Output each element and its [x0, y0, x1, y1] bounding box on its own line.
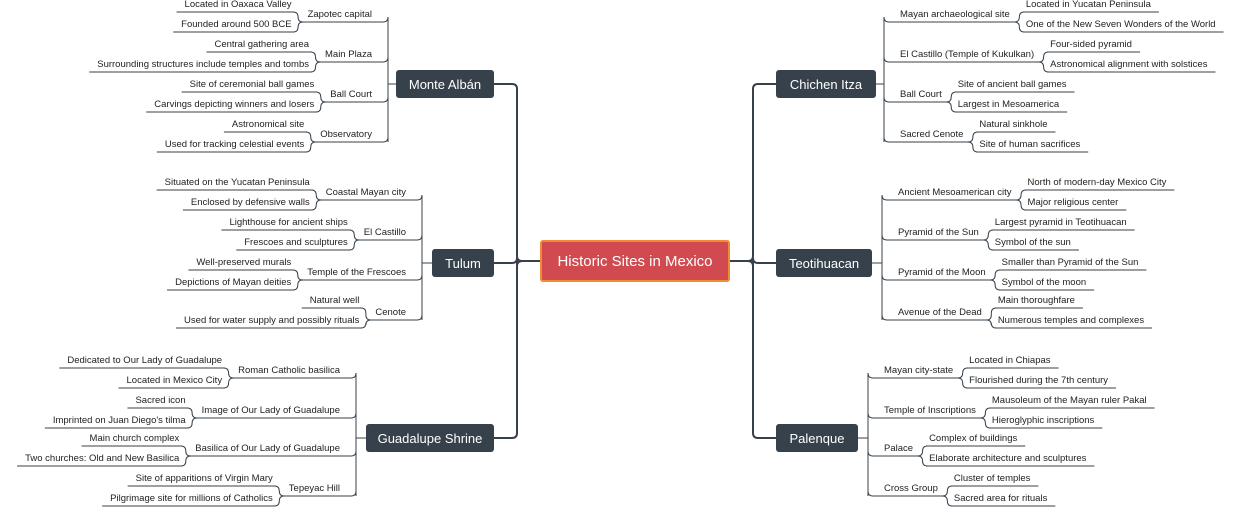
subtopic-avenue-of-the-dead[interactable]: Avenue of the Dead — [898, 307, 982, 318]
leaf-elaborate-architecture-and-sculptures[interactable]: Elaborate architecture and sculptures — [929, 453, 1087, 464]
leaf-site-of-apparitions-of-virgin-mary[interactable]: Site of apparitions of Virgin Mary — [135, 473, 273, 484]
leaf-located-in-chiapas[interactable]: Located in Chiapas — [969, 355, 1051, 366]
leaf-central-gathering-area[interactable]: Central gathering area — [214, 39, 309, 50]
subtopic-cross-group[interactable]: Cross Group — [884, 483, 938, 494]
subtopic-ball-court[interactable]: Ball Court — [900, 89, 942, 100]
subtopic-pyramid-of-the-sun[interactable]: Pyramid of the Sun — [898, 227, 979, 238]
leaf-founded-around-500-bce[interactable]: Founded around 500 BCE — [181, 19, 292, 30]
leaf-astronomical-site[interactable]: Astronomical site — [231, 119, 305, 130]
subtopic-temple-of-the-frescoes[interactable]: Temple of the Frescoes — [307, 267, 406, 278]
leaf-four-sided-pyramid[interactable]: Four-sided pyramid — [1050, 39, 1132, 50]
leaf-complex-of-buildings[interactable]: Complex of buildings — [929, 433, 1018, 444]
root-topic[interactable]: Historic Sites in Mexico — [540, 240, 730, 282]
leaf-located-in-mexico-city[interactable]: Located in Mexico City — [126, 375, 223, 386]
leaf-enclosed-by-defensive-walls[interactable]: Enclosed by defensive walls — [190, 197, 310, 208]
leaf-located-in-yucatan-peninsula[interactable]: Located in Yucatan Peninsula — [1025, 0, 1151, 10]
subtopic-observatory[interactable]: Observatory — [320, 129, 372, 140]
topic-palenque[interactable]: Palenque — [776, 424, 858, 452]
leaf-one-of-the-new-seven-wonders-of-the-world[interactable]: One of the New Seven Wonders of the Worl… — [1025, 19, 1216, 30]
leaf-two-churches-old-and-new-basilica[interactable]: Two churches: Old and New Basilica — [25, 453, 180, 464]
leaf-cluster-of-temples[interactable]: Cluster of temples — [953, 473, 1031, 484]
leaf-site-of-ancient-ball-games[interactable]: Site of ancient ball games — [957, 79, 1067, 90]
topic-chichen-itza[interactable]: Chichen Itza — [776, 70, 876, 98]
leaf-main-church-complex[interactable]: Main church complex — [89, 433, 180, 444]
leaf-imprinted-on-juan-diego-s-tilma[interactable]: Imprinted on Juan Diego's tilma — [52, 415, 186, 426]
subtopic-el-castillo[interactable]: El Castillo — [363, 227, 406, 238]
topic-tulum[interactable]: Tulum — [432, 249, 494, 277]
subtopic-tepeyac-hill[interactable]: Tepeyac Hill — [288, 483, 340, 494]
leaf-depictions-of-mayan-deities[interactable]: Depictions of Mayan deities — [175, 277, 292, 288]
leaf-natural-sinkhole[interactable]: Natural sinkhole — [979, 119, 1048, 130]
leaf-sacred-area-for-rituals[interactable]: Sacred area for rituals — [953, 493, 1048, 504]
subtopic-mayan-archaeological-site[interactable]: Mayan archaeological site — [900, 9, 1010, 20]
subtopic-zapotec-capital[interactable]: Zapotec capital — [307, 9, 372, 20]
leaf-main-thoroughfare[interactable]: Main thoroughfare — [997, 295, 1075, 306]
leaf-hieroglyphic-inscriptions[interactable]: Hieroglyphic inscriptions — [991, 415, 1095, 426]
leaf-smaller-than-pyramid-of-the-sun[interactable]: Smaller than Pyramid of the Sun — [1001, 257, 1139, 268]
leaf-north-of-modern-day-mexico-city[interactable]: North of modern-day Mexico City — [1027, 177, 1167, 188]
leaf-major-religious-center[interactable]: Major religious center — [1027, 197, 1119, 208]
subtopic-cenote[interactable]: Cenote — [375, 307, 406, 318]
subtopic-basilica-of-our-lady-of-guadalupe[interactable]: Basilica of Our Lady of Guadalupe — [195, 443, 340, 454]
subtopic-image-of-our-lady-of-guadalupe[interactable]: Image of Our Lady of Guadalupe — [201, 405, 340, 416]
subtopic-el-castillo-temple-of-kukulkan[interactable]: El Castillo (Temple of Kukulkan) — [900, 49, 1035, 60]
leaf-carvings-depicting-winners-and-losers[interactable]: Carvings depicting winners and losers — [154, 99, 315, 110]
subtopic-ancient-mesoamerican-city[interactable]: Ancient Mesoamerican city — [898, 187, 1012, 198]
leaf-situated-on-the-yucatan-peninsula[interactable]: Situated on the Yucatan Peninsula — [164, 177, 310, 188]
leaf-dedicated-to-our-lady-of-guadalupe[interactable]: Dedicated to Our Lady of Guadalupe — [67, 355, 223, 366]
leaf-sacred-icon[interactable]: Sacred icon — [135, 395, 186, 406]
leaf-symbol-of-the-moon[interactable]: Symbol of the moon — [1001, 277, 1087, 288]
subtopic-ball-court[interactable]: Ball Court — [330, 89, 372, 100]
leaf-located-in-oaxaca-valley[interactable]: Located in Oaxaca Valley — [184, 0, 292, 10]
leaf-natural-well[interactable]: Natural well — [309, 295, 360, 306]
leaf-lighthouse-for-ancient-ships[interactable]: Lighthouse for ancient ships — [229, 217, 348, 228]
subtopic-coastal-mayan-city[interactable]: Coastal Mayan city — [325, 187, 406, 198]
subtopic-main-plaza[interactable]: Main Plaza — [325, 49, 372, 60]
subtopic-palace[interactable]: Palace — [884, 443, 914, 454]
leaf-symbol-of-the-sun[interactable]: Symbol of the sun — [994, 237, 1071, 248]
leaf-largest-pyramid-in-teotihuacan[interactable]: Largest pyramid in Teotihuacan — [994, 217, 1127, 228]
leaf-astronomical-alignment-with-solstices[interactable]: Astronomical alignment with solstices — [1050, 59, 1208, 70]
leaf-largest-in-mesoamerica[interactable]: Largest in Mesoamerica — [957, 99, 1060, 110]
subtopic-mayan-city-state[interactable]: Mayan city-state — [884, 365, 954, 376]
topic-monte-alban[interactable]: Monte Albán — [396, 70, 494, 98]
leaf-surrounding-structures-include-temples-and-tombs[interactable]: Surrounding structures include temples a… — [97, 59, 309, 70]
leaf-frescoes-and-sculptures[interactable]: Frescoes and sculptures — [244, 237, 348, 248]
subtopic-temple-of-inscriptions[interactable]: Temple of Inscriptions — [884, 405, 976, 416]
topic-guadalupe-shrine[interactable]: Guadalupe Shrine — [366, 424, 494, 452]
leaf-well-preserved-murals[interactable]: Well-preserved murals — [196, 257, 292, 268]
leaf-site-of-human-sacrifices[interactable]: Site of human sacrifices — [979, 139, 1081, 150]
leaf-numerous-temples-and-complexes[interactable]: Numerous temples and complexes — [997, 315, 1145, 326]
subtopic-sacred-cenote[interactable]: Sacred Cenote — [900, 129, 964, 140]
subtopic-roman-catholic-basilica[interactable]: Roman Catholic basilica — [238, 365, 340, 376]
leaf-used-for-water-supply-and-possibly-rituals[interactable]: Used for water supply and possibly ritua… — [184, 315, 360, 326]
topic-teotihuacan[interactable]: Teotihuacan — [776, 249, 872, 277]
leaf-site-of-ceremonial-ball-games[interactable]: Site of ceremonial ball games — [189, 79, 315, 90]
subtopic-pyramid-of-the-moon[interactable]: Pyramid of the Moon — [898, 267, 986, 278]
leaf-pilgrimage-site-for-millions-of-catholics[interactable]: Pilgrimage site for millions of Catholic… — [110, 493, 273, 504]
leaf-used-for-tracking-celestial-events[interactable]: Used for tracking celestial events — [164, 139, 305, 150]
leaf-flourished-during-the-7th-century[interactable]: Flourished during the 7th century — [969, 375, 1109, 386]
leaf-mausoleum-of-the-mayan-ruler-pakal[interactable]: Mausoleum of the Mayan ruler Pakal — [991, 395, 1147, 406]
